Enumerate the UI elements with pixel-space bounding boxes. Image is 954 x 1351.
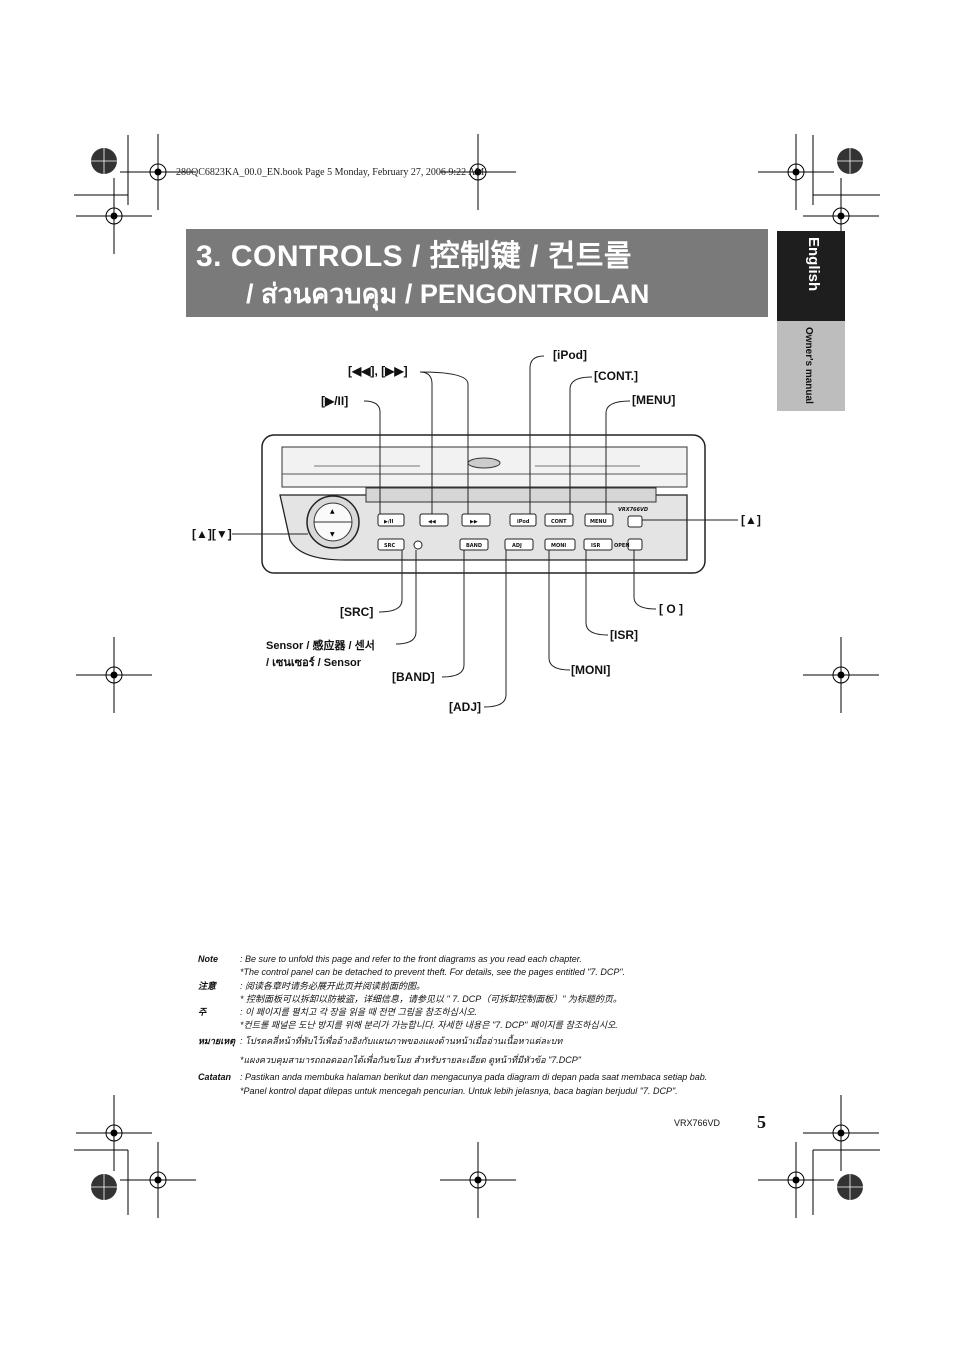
label-open: [ O ] <box>659 602 683 616</box>
label-moni: [MONI] <box>571 663 611 677</box>
book-header-line: 280QC6823KA_00.0_EN.book Page 5 Monday, … <box>176 167 485 178</box>
notes-block: Note : Be sure to unfold this page and r… <box>198 953 758 1098</box>
label-src: [SRC] <box>340 605 374 619</box>
svg-text:▼: ▼ <box>330 531 335 538</box>
page-title-line2: / ส่วนควบคุม / PENGONTROLAN <box>246 279 650 309</box>
panel-model-label: VRX766VD <box>618 507 648 513</box>
note-ko: 주 : 이 페이지를 펼치고 각 장을 읽을 때 전면 그림을 참조하십시오. *… <box>198 1006 758 1033</box>
label-isr: [ISR] <box>610 628 638 642</box>
note-text: *Panel kontrol dapat dilepas untuk mence… <box>240 1085 678 1096</box>
label-ipod: [iPod] <box>553 348 587 362</box>
note-key: Catatan <box>198 1072 232 1083</box>
crosshair-dot <box>154 168 162 176</box>
note-text: * 控制面板可以拆卸以防被盗，详细信息，请参见以 " 7. DCP（可拆卸控制面… <box>240 993 622 1004</box>
svg-text:▲: ▲ <box>330 508 335 515</box>
panel-play-button: ▶/II <box>384 519 394 525</box>
page-number: 5 <box>757 1112 766 1132</box>
crosshair-dot <box>110 671 118 679</box>
label-band: [BAND] <box>392 670 435 684</box>
label-adj: [ADJ] <box>449 700 481 714</box>
note-text: *The control panel can be detached to pr… <box>240 967 626 978</box>
language-tab-label: English <box>805 237 822 292</box>
manual-tab: Owner's manual <box>777 321 845 411</box>
note-key: Note <box>198 954 218 964</box>
note-key: หมายเหตุ <box>198 1035 236 1046</box>
crosshair-dot <box>837 1129 845 1137</box>
crosshair-dot <box>792 1176 800 1184</box>
crosshair-dot <box>110 212 118 220</box>
panel-adj-button: ADJ <box>512 543 522 549</box>
label-menu: [MENU] <box>632 393 676 407</box>
panel-band-button: BAND <box>466 543 482 549</box>
note-text: *컨트롤 패널은 도난 방지를 위해 분리가 가능합니다. 자세한 내용은 "7… <box>240 1020 618 1031</box>
crosshair-dot <box>474 168 482 176</box>
footer-model: VRX766VD <box>674 1118 721 1128</box>
panel-cont-button: CONT <box>551 519 567 525</box>
panel-isr-button: ISR <box>591 543 600 549</box>
page-title-line1: 3. CONTROLS / 控制键 / 컨트롤 <box>196 240 632 273</box>
crosshair-dot <box>837 671 845 679</box>
crosshair-dot <box>110 1129 118 1137</box>
note-text: : 阅读各章时请务必展开此页并阅读前面的图。 <box>240 980 426 991</box>
panel-src-button: SRC <box>384 543 395 549</box>
note-key: 주 <box>198 1007 207 1018</box>
label-sensor-line1: Sensor / 感应器 / 센서 <box>266 640 375 652</box>
note-text: : Pastikan anda membuka halaman berikut … <box>240 1072 708 1083</box>
label-play-pause: [▶/II] <box>321 394 349 408</box>
title-banner <box>186 229 768 317</box>
panel-next-button: ▶▶ <box>470 519 478 525</box>
panel-moni-button: MONI <box>551 543 566 549</box>
crosshair-dot <box>154 1176 162 1184</box>
crosshair-dot <box>837 212 845 220</box>
panel-ipod-button: iPod <box>517 519 530 525</box>
label-sensor-line2: / เซนเซอร์ / Sensor <box>266 657 362 669</box>
panel-prev-button: ◀◀ <box>428 519 436 525</box>
crosshair-dot <box>474 1176 482 1184</box>
label-up-down: [▲][▼] <box>192 527 232 541</box>
note-zh: 注意 : 阅读各章时请务必展开此页并阅读前面的图。 * 控制面板可以拆卸以防被盗，… <box>198 980 758 1007</box>
panel-open-label: OPEN <box>614 543 630 549</box>
note-en: Note : Be sure to unfold this page and r… <box>198 953 758 980</box>
note-text: *แผงควบคุมสามารถถอดออกได้เพื่อกันขโมย สำ… <box>240 1055 581 1066</box>
note-key: 注意 <box>198 980 217 991</box>
panel-menu-button: MENU <box>590 519 607 525</box>
label-prev-next: [◀◀], [▶▶] <box>348 364 408 378</box>
manual-tab-label: Owner's manual <box>803 327 814 404</box>
label-cont: [CONT.] <box>594 369 638 383</box>
note-th: หมายเหตุ : โปรดคลี่หน้าที่พับไว้เพื่ออ้า… <box>198 1035 758 1068</box>
note-id: Catatan : Pastikan anda membuka halaman … <box>198 1071 758 1098</box>
note-text: : 이 페이지를 펼치고 각 장을 읽을 때 전면 그림을 참조하십시오. <box>240 1007 478 1018</box>
note-text: : โปรดคลี่หน้าที่พับไว้เพื่ออ้างอิงกับแผ… <box>240 1035 563 1046</box>
note-text: : Be sure to unfold this page and refer … <box>240 954 582 964</box>
crosshair-dot <box>792 168 800 176</box>
language-tab: English <box>777 231 845 321</box>
label-eject: [▲] <box>741 513 761 527</box>
